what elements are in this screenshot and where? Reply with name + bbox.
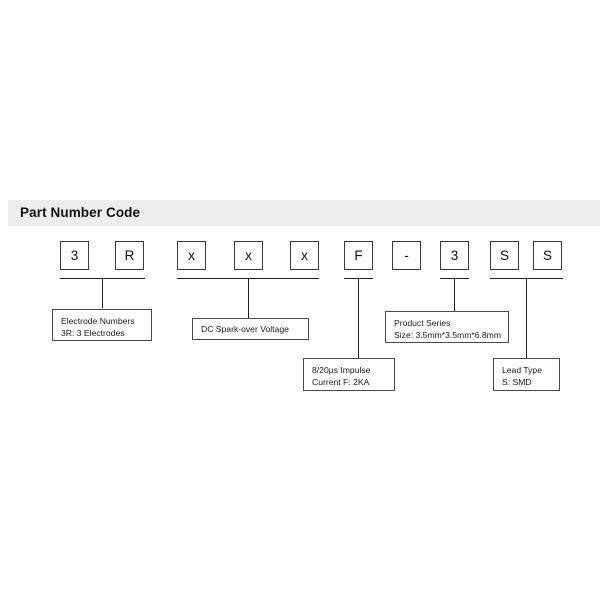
page-title: Part Number Code (20, 205, 141, 220)
connector-stem-series (454, 278, 456, 311)
code-box-char: x (188, 247, 195, 263)
callout-line-1: Lead Type (502, 365, 542, 375)
callout-line-1: 8/20µs Impulse (312, 365, 371, 375)
callout-electrode-numbers: Electrode Numbers 3R: 3 Electrodes (52, 309, 152, 341)
callout-lead-type: Lead Type S: SMD (493, 358, 560, 391)
callout-line-2: 3R: 3 Electrodes (61, 328, 125, 339)
callout-dc-sparkover-voltage: DC Spark-over Voltage (192, 318, 309, 340)
faint-artifact-2: · (109, 183, 112, 193)
code-box-char: R (124, 247, 135, 263)
connector-stem-voltage (248, 278, 250, 318)
code-box-char: x (245, 247, 252, 263)
connector-stem-lead (526, 278, 528, 358)
callout-line-1: DC Spark-over Voltage (201, 324, 289, 334)
code-box-separator[interactable]: - (392, 241, 421, 270)
code-box-electrode-count[interactable]: 3 (60, 241, 89, 270)
code-box-char: S (499, 247, 509, 263)
code-box-char: 3 (70, 247, 79, 263)
connector-stem-impulse (358, 278, 360, 358)
code-box-voltage-1[interactable]: x (177, 241, 206, 270)
code-box-voltage-3[interactable]: x (290, 241, 319, 270)
code-box-impulse-current[interactable]: F (344, 241, 373, 270)
callout-line-1: Electrode Numbers (61, 316, 135, 326)
code-box-lead-type-1[interactable]: S (490, 241, 519, 270)
code-box-voltage-2[interactable]: x (234, 241, 263, 270)
callout-line-2: Size: 3.5mm*3.5mm*6.8mm (394, 330, 501, 341)
faint-artifact-3: · (172, 183, 175, 193)
section-header-bar (8, 200, 600, 226)
connector-stem-electrode (102, 278, 104, 308)
code-box-char: x (301, 247, 308, 263)
faint-artifact-1: · (46, 183, 49, 193)
callout-line-1: Product Series (394, 318, 451, 328)
code-box-char: - (404, 247, 409, 263)
callout-line-2: Current F: 2KA (312, 377, 370, 388)
code-box-electrode-type[interactable]: R (115, 241, 144, 270)
code-box-char: F (354, 247, 363, 263)
faint-artifact-row: · · · (46, 183, 446, 197)
code-box-char: 3 (450, 247, 459, 263)
callout-product-series: Product Series Size: 3.5mm*3.5mm*6.8mm (385, 311, 509, 343)
code-box-product-series[interactable]: 3 (440, 241, 469, 270)
code-box-char: S (542, 247, 552, 263)
code-box-lead-type-2[interactable]: S (533, 241, 562, 270)
callout-line-2: S: SMD (502, 377, 532, 388)
callout-impulse-current: 8/20µs Impulse Current F: 2KA (303, 358, 395, 391)
